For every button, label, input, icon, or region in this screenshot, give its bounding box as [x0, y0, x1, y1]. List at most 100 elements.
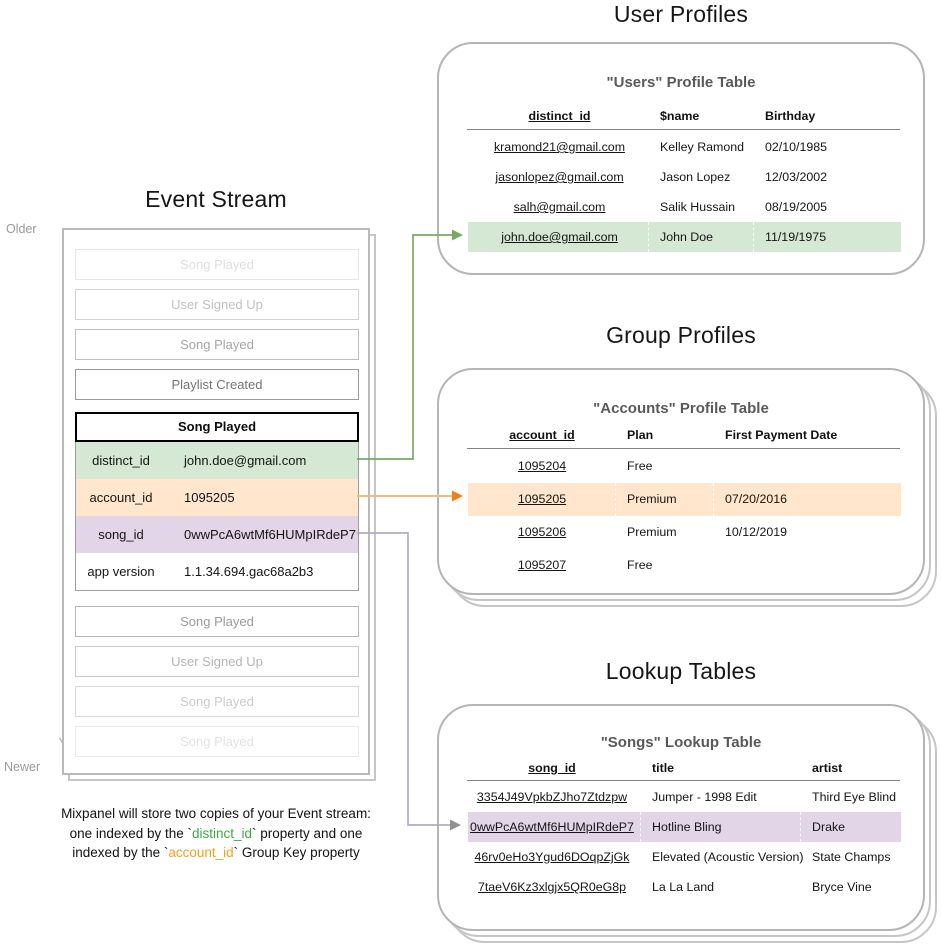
cell: Premium: [627, 525, 677, 539]
cell: Jumper - 1998 Edit: [652, 790, 757, 804]
songs-table-header: song_id title artist: [439, 755, 923, 781]
property-key: account_id: [89, 490, 153, 505]
cell: 10/12/2019: [725, 525, 788, 539]
event-stream-title: Event Stream: [145, 186, 287, 212]
cell: Hotline Bling: [652, 820, 722, 834]
users-row-highlighted: john.doe@gmail.com John Doe 11/19/1975: [468, 222, 901, 252]
cell: 1095204: [517, 459, 567, 473]
expanded-event-title: Song Played: [75, 412, 359, 442]
column-header-first-payment-date: First Payment Date: [725, 428, 838, 442]
cell: 07/20/2016: [725, 492, 788, 506]
newer-label: Newer: [4, 760, 41, 774]
cell: Drake: [812, 820, 846, 834]
event-box: Song Played: [75, 726, 359, 757]
account-id-keyword: account_id: [168, 845, 234, 861]
cell: Kelley Ramond: [660, 140, 745, 154]
cell: 08/19/2005: [765, 200, 828, 214]
property-key: song_id: [98, 527, 144, 542]
caption-line-3: indexed by the `account_id` Group Key pr…: [72, 845, 360, 861]
property-value: 1.1.34.694.gac68a2b3: [184, 564, 314, 579]
property-value: 1095205: [184, 490, 235, 505]
songs-row-0: 3354J49VpkbZJho7Ztdzpw Jumper - 1998 Edi…: [439, 782, 923, 812]
cell: Free: [627, 459, 653, 473]
songs-row-2: 46rv0eHo3Ygud6DOqpZjGk Elevated (Acousti…: [439, 842, 923, 872]
property-value: john.doe@gmail.com: [184, 453, 307, 468]
event-box: User Signed Up: [75, 289, 359, 320]
property-key: app version: [87, 564, 155, 579]
group-profiles-title: Group Profiles: [606, 322, 756, 348]
event-box: Song Played: [75, 249, 359, 280]
event-box: Song Played: [75, 329, 359, 360]
cell: 1095205: [517, 492, 567, 506]
column-header-name: $name: [660, 109, 700, 123]
cell: La La Land: [652, 880, 715, 894]
cell: 0wwPcA6wtMf6HUMpIRdeP7: [470, 820, 634, 834]
cell: jasonlopez@gmail.com: [495, 170, 624, 184]
column-separator: [753, 222, 754, 252]
cell: 1095207: [517, 558, 567, 572]
cell: 3354J49VpkbZJho7Ztdzpw: [476, 790, 628, 804]
users-row-2: salh@gmail.com Salik Hussain 08/19/2005: [439, 192, 923, 222]
songs-row-3: 7taeV6Kz3xlgjx5QR0eG8p La La Land Bryce …: [439, 872, 923, 902]
cell: Jason Lopez: [660, 170, 731, 184]
column-header-birthday: Birthday: [765, 109, 816, 123]
property-value: 0wwPcA6wtMf6HUMpIRdeP7: [184, 527, 356, 542]
caption-line-2: one indexed by the `distinct_id` propert…: [69, 825, 363, 841]
songs-row-highlighted: 0wwPcA6wtMf6HUMpIRdeP7 Hotline Bling Dra…: [468, 812, 901, 842]
lookup-tables-title: Lookup Tables: [605, 658, 757, 684]
user-profiles-title: User Profiles: [613, 1, 749, 27]
cell: 02/10/1985: [765, 140, 828, 154]
column-header-account-id: account_id: [509, 428, 575, 442]
cell: salh@gmail.com: [513, 200, 606, 214]
cell: Bryce Vine: [812, 880, 872, 894]
cell: 7taeV6Kz3xlgjx5QR0eG8p: [477, 880, 627, 894]
distinct-id-keyword: distinct_id: [191, 825, 253, 841]
older-label: Older: [6, 222, 37, 236]
songs-lookup-panel: "Songs" Lookup Table song_id title artis…: [437, 704, 925, 931]
users-table-title: "Users" Profile Table: [606, 74, 756, 91]
column-separator: [800, 812, 801, 842]
accounts-profile-panel: "Accounts" Profile Table account_id Plan…: [437, 368, 925, 595]
cell: 46rv0eHo3Ygud6DOqpZjGk: [474, 850, 630, 864]
column-separator: [640, 812, 641, 842]
column-header-plan: Plan: [627, 428, 654, 442]
songs-table-title: "Songs" Lookup Table: [600, 734, 762, 751]
cell: 1095206: [517, 525, 567, 539]
expanded-event-table: Song Played distinct_id john.doe@gmail.c…: [75, 412, 359, 591]
cell: Third Eye Blind: [812, 790, 897, 804]
cell: 11/19/1975: [765, 230, 827, 244]
event-box: Playlist Created: [75, 369, 359, 400]
column-separator: [615, 483, 616, 516]
cell: Premium: [627, 492, 677, 506]
cell: Elevated (Acoustic Version): [652, 850, 804, 864]
event-box: Song Played: [75, 606, 359, 637]
accounts-row-3: 1095207 Free: [439, 549, 923, 582]
column-separator: [713, 483, 714, 516]
column-header-artist: artist: [812, 761, 843, 775]
accounts-table-header: account_id Plan First Payment Date: [439, 422, 923, 448]
header-divider: [467, 780, 900, 781]
caption-line-1: Mixpanel will store two copies of your E…: [61, 806, 371, 821]
event-stream-panel: Song Played User Signed Up Song Played P…: [62, 228, 370, 775]
column-header-title: title: [652, 761, 675, 775]
users-profile-panel: "Users" Profile Table distinct_id $name …: [437, 42, 925, 275]
users-table-header: distinct_id $name Birthday: [439, 103, 923, 129]
event-property-song-id: song_id 0wwPcA6wtMf6HUMpIRdeP7: [76, 516, 358, 553]
cell: Salik Hussain: [660, 200, 736, 214]
users-row-0: kramond21@gmail.com Kelley Ramond 02/10/…: [439, 132, 923, 162]
event-property-distinct-id: distinct_id john.doe@gmail.com: [76, 442, 358, 479]
event-property-app-version: app version 1.1.34.694.gac68a2b3: [76, 553, 358, 590]
users-row-1: jasonlopez@gmail.com Jason Lopez 12/03/2…: [439, 162, 923, 192]
cell: john.doe@gmail.com: [501, 230, 618, 244]
event-box: User Signed Up: [75, 646, 359, 677]
column-header-distinct-id: distinct_id: [528, 109, 591, 123]
accounts-row-0: 1095204 Free: [439, 450, 923, 483]
event-property-account-id: account_id 1095205: [76, 479, 358, 516]
property-key: distinct_id: [92, 453, 150, 468]
column-separator: [648, 222, 649, 252]
caption: Mixpanel will store two copies of your E…: [23, 804, 409, 863]
accounts-row-2: 1095206 Premium 10/12/2019: [439, 516, 923, 549]
cell: 12/03/2002: [765, 170, 828, 184]
header-divider: [467, 129, 900, 130]
